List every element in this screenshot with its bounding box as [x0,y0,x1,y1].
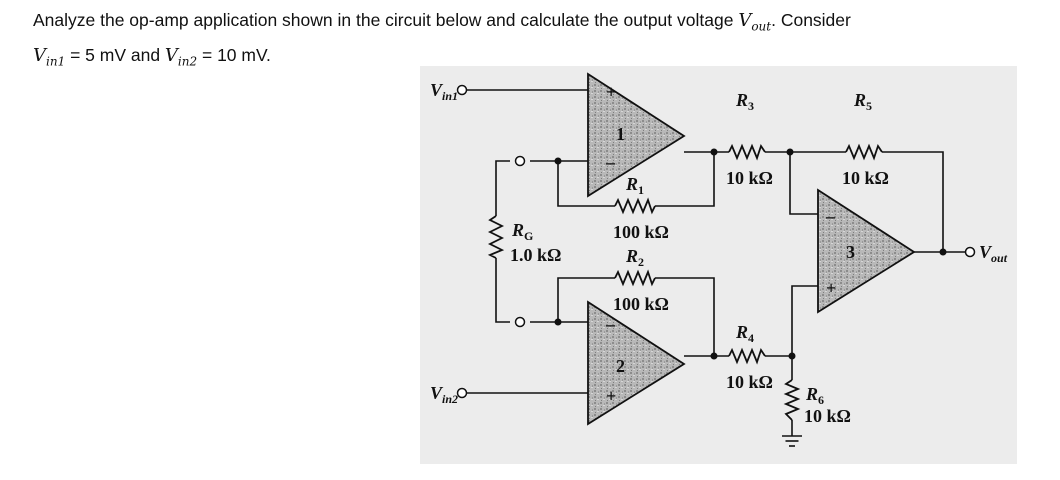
wire-fb2 [557,277,615,322]
value-r1: 100 kΩ [613,222,669,242]
label-vout: Vout [979,242,1008,265]
vin1-symbol-sub: in1 [46,54,66,69]
opamp-3: – + 3 [817,188,916,314]
question-line-2: Vin1 = 5 mV and Vin2 = 10 mV. [33,41,1028,76]
opamp-1: + – 1 [587,72,686,198]
junction-node2 [554,318,562,326]
vout-symbol-main: V [738,10,752,31]
label-r1: R1 [625,174,644,197]
opamp-3-plus: + [826,278,836,298]
vin2-symbol-sub: in2 [177,54,198,69]
opamp-3-label: 3 [846,242,855,262]
resistor-r6 [783,379,801,421]
question-line-1-end: . Consider [771,10,851,30]
vin1-symbol-main: V [33,44,46,66]
opamp-2-label: 2 [616,356,625,376]
opamp-2-minus: – [605,314,616,334]
wire-amp3-plus [791,285,818,356]
vin2-symbol-main: V [164,44,178,66]
resistor-r2 [614,269,656,287]
opamp-2-plus: + [606,386,616,406]
label-vin1: Vin1 [430,80,458,103]
wire-fb1 [557,161,615,207]
vin1-value-text: = 5 mV and [65,44,165,65]
opamp-2-body [587,300,686,426]
resistor-r4 [728,347,766,365]
value-r6: 10 kΩ [804,406,851,426]
value-r4: 10 kΩ [726,372,773,392]
wire-fb1-right [655,152,715,207]
wire-r5-right [882,151,944,252]
resistor-r1 [614,197,656,215]
label-r6: R6 [805,384,824,407]
resistor-rg [487,215,505,259]
value-rg: 1.0 kΩ [510,245,561,265]
value-r5: 10 kΩ [842,168,889,188]
opamp-1-label: 1 [616,124,625,144]
label-r2: R2 [625,246,644,269]
value-r3: 10 kΩ [726,168,773,188]
circuit-svg: + – 1 – + 2 – + 3 Vin1 Vin2 Vout R1 10 [430,72,1008,447]
question-line-1: Analyze the op-amp application shown in … [33,6,1028,41]
vin2-value-text: = 10 mV. [197,44,271,65]
resistor-r5 [845,143,883,161]
label-r4: R4 [735,322,754,345]
opamp-3-minus: – [825,206,836,226]
terminal-vin2 [456,387,468,399]
terminal-vout [964,246,976,258]
vout-symbol-sub: out [751,19,772,34]
opamp-1-minus: – [605,152,616,172]
question-text: Analyze the op-amp application shown in … [33,6,1028,75]
junction-out1 [710,148,718,156]
opamp-3-body [817,188,916,314]
label-r3: R3 [735,90,754,113]
opamp-2: – + 2 [587,300,686,426]
wire-amp3-minus [789,152,818,215]
vin2-symbol: Vin2 [164,44,198,69]
label-r5: R5 [853,90,872,113]
junction-out2 [710,352,718,360]
vin1-symbol: Vin1 [33,44,66,69]
resistor-r3 [728,143,766,161]
label-vin2: Vin2 [430,383,458,406]
junction-node1 [554,157,562,165]
question-line-1-text: Analyze the op-amp application shown in … [33,10,739,30]
opamp-1-body [587,72,686,198]
ground-icon [782,435,802,447]
terminal-vin1 [456,84,468,96]
terminal-rg-top [514,155,526,167]
junction-amp3-minus [786,148,794,156]
opamp-1-plus: + [606,82,616,102]
vout-symbol: Vout [738,10,772,34]
circuit-diagram: + – 1 – + 2 – + 3 Vin1 Vin2 Vout R1 10 [420,66,1017,464]
wire-rg-bottom [495,258,510,323]
wire-fb2-right [655,277,715,356]
wire-rg-top [495,160,510,216]
value-r2: 100 kΩ [613,294,669,314]
junction-amp3-plus [788,352,796,360]
label-rg: RG [511,220,533,243]
terminal-rg-bottom [514,316,526,328]
junction-out3 [939,248,947,256]
